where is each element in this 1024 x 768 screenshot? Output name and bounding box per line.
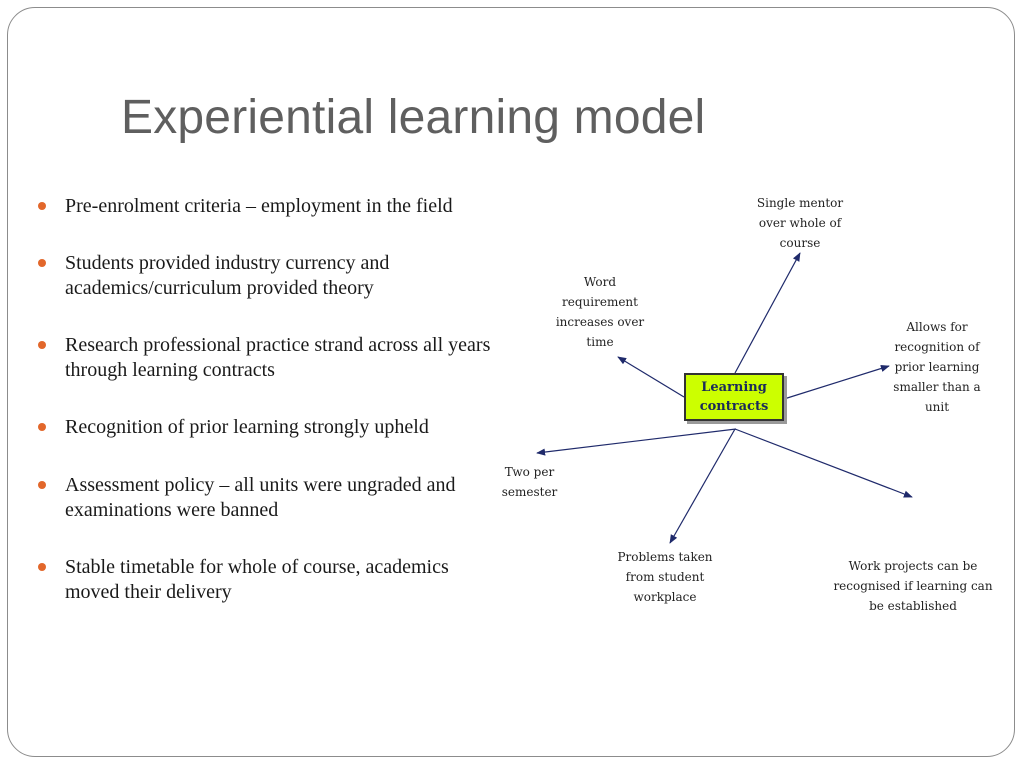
learning-contracts-diagram: Learning contracts Single mentor over wh… xyxy=(495,185,1005,625)
bullet-text: Students provided industry currency and … xyxy=(65,252,390,299)
node-line: course xyxy=(779,236,821,250)
node-line: Word xyxy=(583,275,617,289)
arrow-to-problems xyxy=(669,428,736,544)
arrow-to-allows xyxy=(783,364,890,400)
node-line: semester xyxy=(501,485,558,499)
bullet-text: Stable timetable for whole of course, ac… xyxy=(65,556,449,603)
bullet-dot-icon xyxy=(38,423,46,431)
slide-frame: Experiential learning model Pre-enrolmen… xyxy=(7,7,1015,757)
bullet-dot-icon xyxy=(38,563,46,571)
bullet-text: Recognition of prior learning strongly u… xyxy=(65,416,429,438)
node-line: Problems taken xyxy=(617,550,713,564)
node-line: from student xyxy=(625,570,705,584)
node-line: be established xyxy=(869,599,957,613)
diagram-arrows xyxy=(536,252,913,544)
node-line: smaller than a xyxy=(893,380,981,394)
bullet-dot-icon xyxy=(38,202,46,210)
node-line: recognition of xyxy=(894,340,980,354)
bullet-item: Research professional practice strand ac… xyxy=(38,333,493,383)
node-problems-workplace: Problems taken from student workplace xyxy=(605,547,725,607)
bullet-item: Recognition of prior learning strongly u… xyxy=(38,415,493,440)
arrow-to-word xyxy=(617,356,685,398)
bullet-item: Students provided industry currency and … xyxy=(38,251,493,301)
bullet-dot-icon xyxy=(38,481,46,489)
bullet-text: Research professional practice strand ac… xyxy=(65,334,491,381)
node-two-per-semester: Two per semester xyxy=(497,462,562,502)
node-line: Work projects can be xyxy=(848,559,978,573)
learning-contracts-box: Learning contracts xyxy=(684,373,784,421)
node-line: Single mentor xyxy=(756,196,844,210)
node-line: time xyxy=(586,335,614,349)
node-line: workplace xyxy=(633,590,697,604)
node-line: unit xyxy=(924,400,950,414)
node-line: over whole of xyxy=(758,216,842,230)
center-label-line: contracts xyxy=(699,399,769,414)
bullet-list: Pre-enrolment criteria – employment in t… xyxy=(38,194,493,639)
node-word-requirement: Word requirement increases over time xyxy=(545,272,655,352)
bullet-dot-icon xyxy=(38,341,46,349)
arrow-to-work xyxy=(734,428,913,498)
center-label-line: Learning xyxy=(701,380,767,395)
bullet-item: Stable timetable for whole of course, ac… xyxy=(38,555,493,605)
node-line: Two per xyxy=(504,465,555,479)
arrow-to-mentor xyxy=(734,252,801,374)
node-work-projects: Work projects can be recognised if learn… xyxy=(833,556,993,616)
bullet-item: Pre-enrolment criteria – employment in t… xyxy=(38,194,493,219)
bullet-text: Assessment policy – all units were ungra… xyxy=(65,474,456,521)
node-line: Allows for xyxy=(906,320,968,334)
slide-title: Experiential learning model xyxy=(121,91,706,144)
node-single-mentor: Single mentor over whole of course xyxy=(745,193,855,253)
bullet-text: Pre-enrolment criteria – employment in t… xyxy=(65,195,453,217)
arrow-to-twoper xyxy=(536,428,737,456)
node-line: prior learning xyxy=(894,360,980,374)
node-prior-learning: Allows for recognition of prior learning… xyxy=(882,317,992,417)
node-line: recognised if learning can xyxy=(833,579,993,593)
bullet-item: Assessment policy – all units were ungra… xyxy=(38,473,493,523)
node-line: increases over xyxy=(555,315,645,329)
node-line: requirement xyxy=(562,295,638,309)
bullet-dot-icon xyxy=(38,259,46,267)
